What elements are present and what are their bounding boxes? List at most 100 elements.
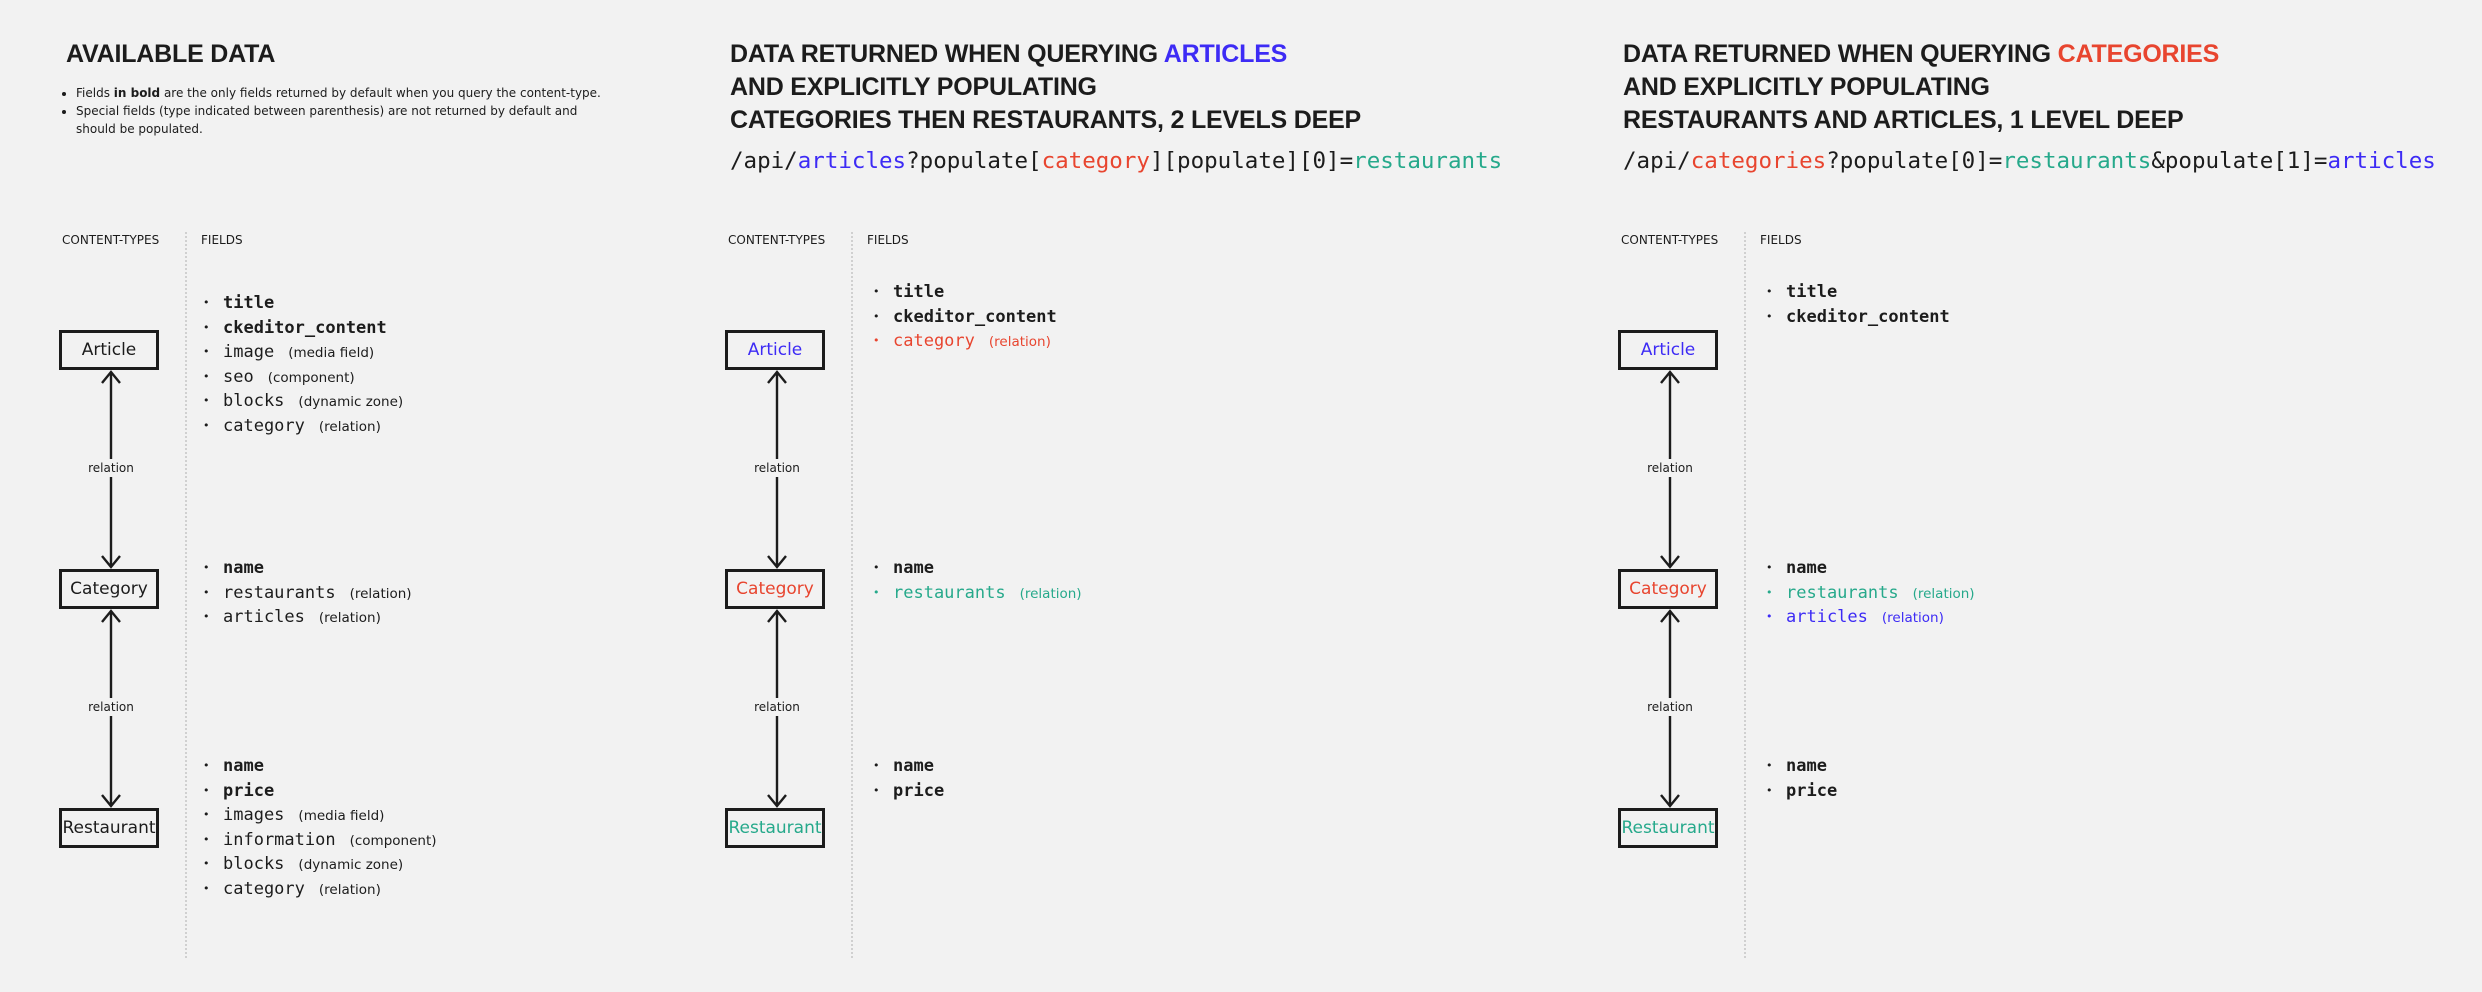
fields-header: FIELDS bbox=[201, 233, 243, 247]
field-item: seo (component) bbox=[203, 365, 403, 390]
title-line: RESTAURANTS AND ARTICLES, 1 LEVEL DEEP bbox=[1623, 104, 2219, 137]
content-type-article[interactable]: Article bbox=[59, 330, 159, 370]
field-name: name bbox=[893, 558, 934, 578]
api-segment: ][populate][0]= bbox=[1149, 148, 1354, 174]
api-segment: restaurants bbox=[1353, 148, 1503, 174]
field-item: price bbox=[203, 779, 437, 804]
field-name: name bbox=[1786, 558, 1827, 578]
field-name: ckeditor_content bbox=[223, 317, 387, 338]
content-type-category[interactable]: Category bbox=[725, 569, 825, 609]
column-divider bbox=[1744, 232, 1746, 958]
field-list-category: namerestaurants(relation)articles(relati… bbox=[203, 556, 412, 630]
field-list-article: titleckeditor_contentcategory(relation) bbox=[873, 280, 1057, 354]
title-line: AVAILABLE DATA bbox=[66, 38, 275, 71]
field-item: category (relation) bbox=[203, 877, 437, 902]
field-list-category: namerestaurants(relation) bbox=[873, 556, 1082, 605]
content-type-category[interactable]: Category bbox=[1618, 569, 1718, 609]
field-name: images bbox=[223, 805, 285, 825]
title-line: DATA RETURNED WHEN QUERYING ARTICLES bbox=[730, 38, 1361, 71]
content-type-article[interactable]: Article bbox=[1618, 330, 1718, 370]
content-type-restaurant[interactable]: Restaurant bbox=[1618, 808, 1718, 848]
content-type-restaurant[interactable]: Restaurant bbox=[725, 808, 825, 848]
field-type-note: (relation) bbox=[1881, 610, 1944, 626]
field-item: restaurants(relation) bbox=[1766, 581, 1975, 606]
field-item: image(media field) bbox=[203, 340, 403, 365]
field-name: blocks bbox=[223, 391, 285, 411]
note-text: Special fields (type indicated between p… bbox=[76, 104, 578, 136]
field-item: articles(relation) bbox=[203, 605, 412, 630]
field-list-restaurant: name price bbox=[1766, 754, 1837, 803]
api-segment: &populate[1]= bbox=[2151, 148, 2328, 174]
field-name: title bbox=[223, 293, 275, 313]
field-item: blocks(dynamic zone) bbox=[203, 852, 437, 877]
field-item: name bbox=[1766, 754, 1837, 779]
note-item: Special fields (type indicated between p… bbox=[76, 102, 616, 138]
api-endpoint: /api/categories?populate[0]=restaurants&… bbox=[1623, 148, 2436, 174]
title-segment: AND EXPLICITLY POPULATING bbox=[730, 73, 1097, 101]
field-name: title bbox=[893, 282, 945, 302]
field-item: blocks(dynamic zone) bbox=[203, 389, 403, 414]
field-type-note: (relation) bbox=[349, 585, 412, 602]
content-type-label: Article bbox=[1640, 340, 1696, 360]
field-item: ckeditor_content bbox=[873, 305, 1057, 330]
field-item: price bbox=[873, 779, 944, 804]
title-segment: CATEGORIES THEN RESTAURANTS, 2 LEVELS DE… bbox=[730, 106, 1362, 134]
note-text: are the only fields returned by default … bbox=[160, 86, 601, 100]
title-segment: DATA RETURNED WHEN QUERYING bbox=[1623, 40, 2058, 68]
note-item: Fields in bold are the only fields retur… bbox=[76, 84, 616, 102]
legend-notes: Fields in bold are the only fields retur… bbox=[60, 84, 616, 138]
field-type-note: (relation) bbox=[318, 881, 381, 898]
title-segment: RESTAURANTS AND ARTICLES, 1 LEVEL DEEP bbox=[1623, 106, 2184, 134]
fields-header: FIELDS bbox=[1760, 233, 1802, 247]
note-text: in bold bbox=[113, 86, 161, 100]
fields-header: FIELDS bbox=[867, 233, 909, 247]
field-item: name bbox=[1766, 556, 1975, 581]
title-segment: DATA RETURNED WHEN QUERYING bbox=[730, 40, 1164, 68]
field-item: name bbox=[203, 556, 412, 581]
api-segment: articles bbox=[2327, 148, 2436, 174]
api-segment: category bbox=[1041, 148, 1150, 174]
field-name: name bbox=[1786, 756, 1827, 776]
field-item: category(relation) bbox=[203, 414, 403, 439]
field-list-restaurant: nameprice bbox=[873, 754, 944, 803]
relation-label: relation bbox=[71, 458, 151, 477]
content-type-label: Category bbox=[736, 579, 814, 599]
field-type-note: (dynamic zone) bbox=[298, 857, 404, 873]
api-segment: categories bbox=[1690, 148, 1827, 174]
field-name: price bbox=[1786, 780, 1838, 801]
field-name: information bbox=[223, 829, 336, 850]
field-item: restaurants(relation) bbox=[203, 581, 412, 606]
field-name: restaurants bbox=[893, 582, 1006, 603]
content-type-label: Category bbox=[70, 579, 148, 599]
field-type-note: (media field) bbox=[298, 808, 385, 824]
field-item: price bbox=[1766, 779, 1837, 804]
field-type-note: (relation) bbox=[988, 334, 1051, 350]
content-type-label: Article bbox=[81, 340, 137, 360]
field-list-article: title ckeditor_contentimage(media field)s… bbox=[203, 291, 403, 438]
field-name: name bbox=[223, 756, 264, 776]
field-list-restaurant: name priceimages (media field) information (… bbox=[203, 754, 437, 901]
field-type-note: (component) bbox=[267, 369, 355, 386]
field-list-category: namerestaurants(relation)articles(relati… bbox=[1766, 556, 1975, 630]
api-segment: /api/ bbox=[1623, 148, 1691, 174]
field-name: restaurants bbox=[1786, 582, 1899, 603]
field-name: seo bbox=[223, 366, 254, 387]
panel-title: AVAILABLE DATA bbox=[66, 38, 275, 71]
api-segment: ?populate[ bbox=[906, 148, 1042, 174]
relation-label: relation bbox=[1630, 458, 1710, 477]
field-type-note: (relation) bbox=[318, 418, 381, 435]
content-type-restaurant[interactable]: Restaurant bbox=[59, 808, 159, 848]
field-name: category bbox=[223, 878, 305, 899]
title-segment: ARTICLES bbox=[1163, 40, 1288, 68]
content-type-article[interactable]: Article bbox=[725, 330, 825, 370]
field-name: price bbox=[893, 780, 945, 801]
field-type-note: (component) bbox=[349, 832, 437, 849]
field-item: title bbox=[1766, 280, 1950, 305]
field-name: ckeditor_content bbox=[893, 306, 1057, 327]
content-type-label: Restaurant bbox=[728, 818, 822, 838]
title-line: DATA RETURNED WHEN QUERYING CATEGORIES bbox=[1623, 38, 2219, 71]
relation-arrows bbox=[767, 370, 787, 808]
title-segment: AND EXPLICITLY POPULATING bbox=[1623, 73, 1990, 101]
content-type-category[interactable]: Category bbox=[59, 569, 159, 609]
field-item: name bbox=[873, 556, 1082, 581]
